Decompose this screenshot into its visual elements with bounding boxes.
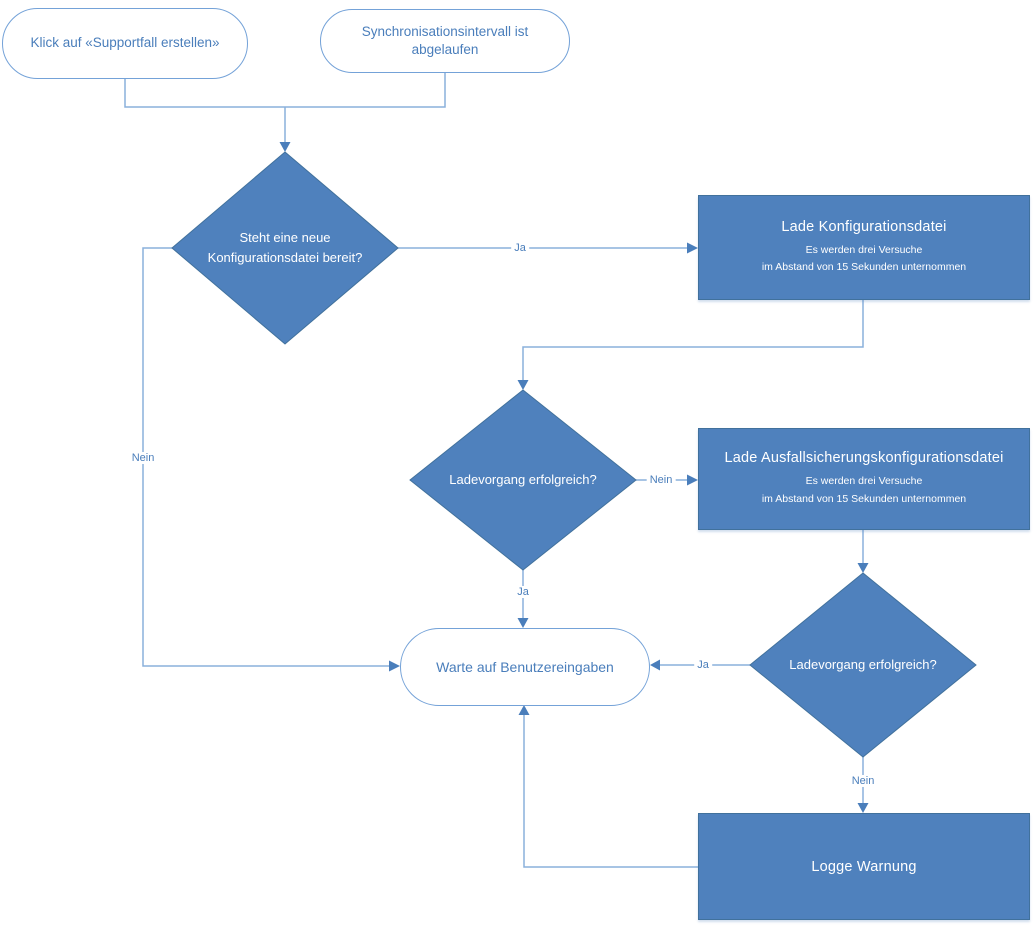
arrowhead-into-wait-bottom: [518, 705, 530, 715]
edge-label-decision1-yes: Ja: [511, 242, 529, 254]
terminator-start-sync-label: Synchronisationsintervall ist abgelaufen: [361, 23, 529, 57]
terminator-start-click-label: Klick auf «Supportfall erstellen»: [30, 35, 220, 51]
process-load-failover-note-2: im Abstand von 15 Sekunden unternommen: [761, 492, 967, 505]
connector-box1-to-decision2: [522, 300, 864, 381]
process-load-config-note-2: im Abstand von 15 Sekunden unternommen: [761, 261, 967, 273]
decision-load-success-2-shape: [749, 572, 977, 758]
process-load-failover-title: Lade Ausfallsicherungskonfigurationsdate…: [724, 450, 1004, 467]
edge-label-decision3-yes: Ja: [694, 659, 712, 671]
terminator-start-sync: Synchronisationsintervall ist abgelaufen: [320, 9, 570, 73]
arrowhead-into-decision2: [517, 380, 529, 390]
process-load-failover: Lade Ausfallsicherungskonfigurationsdate…: [698, 428, 1030, 530]
edge-label-decision2-no: Nein: [646, 474, 676, 486]
connector-start-merge: [124, 73, 446, 143]
process-load-config: Lade Konfigurationsdatei Es werden drei …: [698, 195, 1030, 300]
arrowhead-into-box1: [687, 242, 698, 254]
terminator-wait-label: Warte auf Benutzereingaben: [436, 658, 614, 675]
terminator-start-click: Klick auf «Supportfall erstellen»: [2, 8, 248, 79]
connector-logwarning-loop: [523, 714, 698, 868]
edge-label-decision1-no: Nein: [128, 452, 158, 464]
arrowhead-into-decision1: [279, 142, 291, 152]
arrowhead-into-box3: [857, 803, 869, 813]
decision-new-config-shape: [171, 151, 399, 345]
arrowhead-into-decision3: [857, 563, 869, 573]
process-load-config-note-1: Es werden drei Versuche: [805, 243, 923, 256]
edge-label-decision2-yes: Ja: [514, 586, 532, 598]
process-log-warning-title: Logge Warnung: [811, 858, 917, 875]
decision-load-success-1-shape: [409, 389, 637, 571]
process-load-config-title: Lade Konfigurationsdatei: [781, 218, 947, 235]
process-log-warning: Logge Warnung: [698, 813, 1030, 920]
arrowhead-into-wait-right: [650, 659, 660, 671]
arrowhead-into-wait-left: [389, 660, 400, 672]
terminator-wait: Warte auf Benutzereingaben: [400, 628, 650, 706]
arrowhead-into-box2: [687, 474, 698, 486]
process-load-failover-note-1: Es werden drei Versuche: [805, 475, 923, 488]
arrowhead-into-wait-top: [517, 618, 529, 628]
edge-label-decision3-no: Nein: [848, 775, 878, 787]
